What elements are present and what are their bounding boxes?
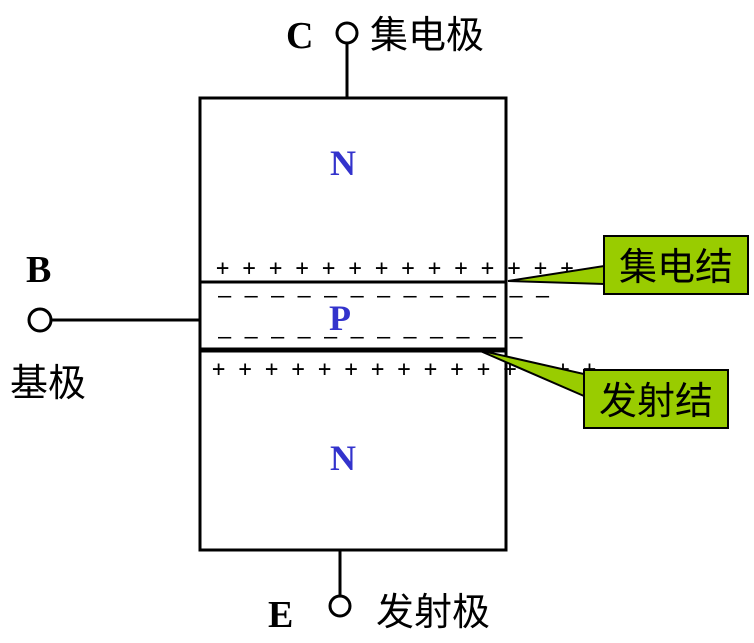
emitter-letter: E xyxy=(268,594,293,636)
collector-junction-callout-label: 集电结 xyxy=(619,245,733,289)
charge-minus-p-top: — — — — — — — — — — — — — xyxy=(218,284,550,309)
region-label-top-n: N xyxy=(330,143,356,183)
emitter-terminal-circle xyxy=(328,594,352,618)
base-letter: B xyxy=(26,249,51,291)
region-label-p: P xyxy=(329,298,351,338)
collector-letter: C xyxy=(286,15,313,57)
collector-junction-callout-box xyxy=(603,235,749,295)
emitter-junction-callout-label: 发射结 xyxy=(599,379,713,423)
charge-minus-p-bottom: — — — — — — — — — — — — xyxy=(218,325,523,350)
collector-terminal-circle xyxy=(335,21,359,45)
collector-name: 集电极 xyxy=(370,13,484,57)
charge-plus-collector-side: + + + + + + + + + + + + + + xyxy=(216,256,574,281)
emitter-junction-callout-box xyxy=(583,369,729,429)
region-label-bottom-n: N xyxy=(330,438,356,478)
base-terminal-circle xyxy=(27,307,53,333)
transistor-body xyxy=(198,96,508,552)
emitter-name: 发射极 xyxy=(376,590,490,634)
base-name: 基极 xyxy=(10,361,86,405)
